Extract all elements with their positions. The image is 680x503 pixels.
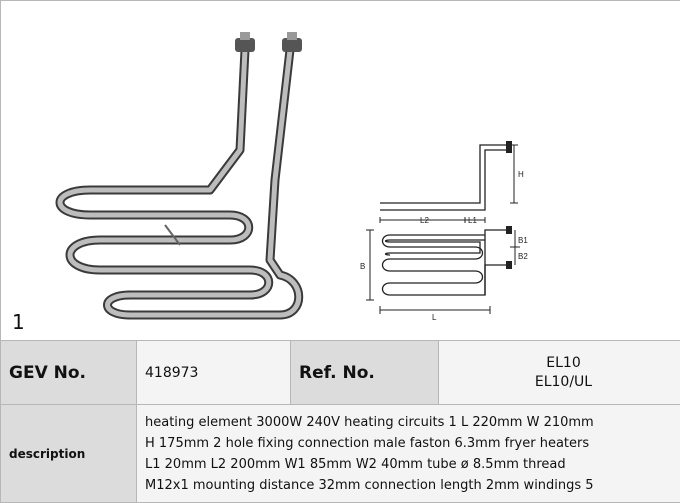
description-line: M12x1 mounting distance 32mm connection … (145, 475, 680, 496)
dimension-drawing: H L2 L1 B1 B2 B L (360, 135, 540, 325)
ref-value: EL10/UL (447, 373, 680, 392)
dim-label-l2: L2 (420, 216, 429, 225)
ref-values: EL10 EL10/UL (439, 341, 680, 405)
dim-label-h: H (518, 170, 524, 179)
description-line: H 175mm 2 hole fixing connection male fa… (145, 433, 680, 454)
ref-value: EL10 (447, 354, 680, 373)
description-row: description heating element 3000W 240V h… (1, 405, 680, 503)
description-line: heating element 3000W 240V heating circu… (145, 412, 680, 433)
dim-label-b: B (360, 262, 365, 271)
dim-label-b1: B1 (518, 236, 528, 245)
spec-table: GEV No. 418973 Ref. No. EL10 EL10/UL des… (0, 340, 680, 503)
figure-index: 1 (12, 310, 25, 334)
gev-label: GEV No. (1, 341, 137, 405)
ref-label: Ref. No. (291, 341, 439, 405)
gev-value: 418973 (137, 341, 291, 405)
identity-row: GEV No. 418973 Ref. No. EL10 EL10/UL (1, 341, 680, 405)
description-text: heating element 3000W 240V heating circu… (137, 405, 680, 503)
image-area: H L2 L1 B1 B2 B L 1 (0, 0, 680, 340)
heating-element-photo (20, 30, 340, 320)
dim-label-b2: B2 (518, 252, 528, 261)
description-line: L1 20mm L2 200mm W1 85mm W2 40mm tube ø … (145, 454, 680, 475)
dim-label-l1: L1 (468, 216, 477, 225)
dim-label-l: L (432, 313, 437, 322)
description-label: description (1, 405, 137, 503)
